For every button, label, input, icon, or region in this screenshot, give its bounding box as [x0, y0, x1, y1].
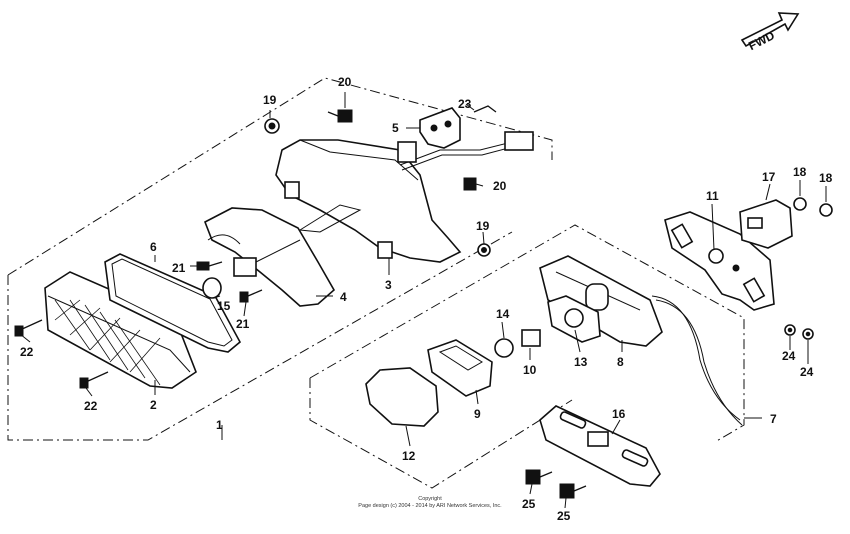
callout-15: 15	[217, 299, 231, 313]
grommet-19a	[264, 118, 280, 134]
license-lens-part	[365, 367, 439, 427]
callout-25a: 25	[522, 497, 536, 511]
reflector-plate-part	[203, 207, 336, 307]
fwd-arrow-icon: FWD	[740, 12, 800, 53]
callout-25b: 25	[557, 509, 571, 523]
screw-22a	[14, 319, 43, 337]
callout-22a: 22	[20, 345, 34, 359]
callout-11: 11	[706, 189, 719, 203]
clip-23	[473, 105, 497, 113]
callout-20a: 20	[338, 75, 352, 89]
callout-23: 23	[458, 97, 472, 111]
leader-lines	[19, 92, 827, 509]
license-gasket-part	[547, 295, 601, 343]
bolt-20a	[327, 109, 353, 123]
license-light-cover-part	[739, 199, 793, 249]
tail-lens-part	[44, 271, 197, 389]
tail-housing-part	[275, 139, 462, 263]
callout-5: 5	[392, 121, 399, 135]
bolt-25b	[559, 483, 587, 499]
callout-19b: 19	[476, 219, 490, 233]
callout-19a: 19	[263, 93, 277, 107]
gasket-part	[104, 253, 242, 353]
callout-3: 3	[385, 278, 392, 292]
assembly-1-outline	[7, 77, 553, 441]
license-light-base-part	[539, 255, 743, 426]
callout-18b: 18	[819, 171, 833, 185]
callout-22b: 22	[84, 399, 98, 413]
callout-16: 16	[612, 407, 626, 421]
callout-4: 4	[340, 290, 347, 304]
copyright-line: Page design (c) 2004 - 2014 by ARI Netwo…	[358, 503, 502, 509]
license-socket-part	[521, 329, 541, 347]
bolt-25a	[525, 469, 553, 485]
callout-21b: 21	[236, 317, 250, 331]
callout-2: 2	[150, 398, 157, 412]
callout-17: 17	[762, 170, 776, 184]
bracket-part	[419, 107, 461, 149]
callout-18a: 18	[793, 165, 807, 179]
wire-harness	[397, 131, 534, 171]
nut-24b	[802, 328, 814, 340]
callout-24a: 24	[782, 349, 796, 363]
grommet-19b	[477, 243, 491, 257]
lens-holder-part	[427, 339, 493, 397]
callout-13: 13	[574, 355, 588, 369]
callout-labels: 1 2 3 4 5 6 7 8 9 10 11 12 13 14 15 16 1…	[20, 75, 833, 523]
nut-18a	[793, 197, 807, 211]
socket-part	[233, 239, 301, 277]
callout-8: 8	[617, 355, 624, 369]
callout-1: 1	[216, 418, 223, 432]
callout-20b: 20	[493, 179, 507, 193]
screw-22b	[79, 371, 109, 389]
license-bulb-part	[494, 338, 514, 358]
callout-24b: 24	[800, 365, 814, 379]
nut-18b	[819, 203, 833, 217]
bolt-20b	[463, 177, 477, 191]
callout-21a: 21	[172, 261, 186, 275]
screw-21b	[239, 289, 263, 303]
callout-6: 6	[150, 240, 157, 254]
callout-9: 9	[474, 407, 481, 421]
callout-7: 7	[770, 412, 777, 426]
license-plate-bracket-part	[539, 405, 661, 487]
copyright-title: Copyright	[418, 496, 442, 502]
callout-14: 14	[496, 307, 510, 321]
nut-24a	[784, 324, 796, 336]
screw-21a	[196, 261, 223, 271]
copyright-notice: Copyright Page design (c) 2004 - 2014 by…	[300, 496, 560, 510]
license-bracket-part	[664, 211, 775, 311]
bulb-part	[202, 277, 222, 299]
assembly-7-outline	[309, 224, 762, 489]
callout-10: 10	[523, 363, 537, 377]
callout-12: 12	[402, 449, 416, 463]
